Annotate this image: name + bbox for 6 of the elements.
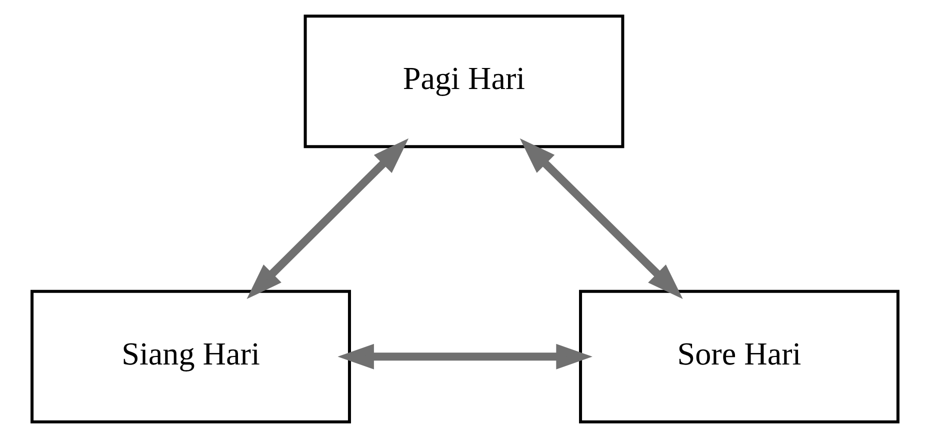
node-box: Siang Hari — [30, 290, 351, 424]
arrow — [246, 138, 409, 300]
node-box: Sore Hari — [579, 290, 900, 424]
arrow — [520, 138, 683, 300]
node-box: Pagi Hari — [304, 14, 624, 148]
arrow — [338, 344, 592, 370]
